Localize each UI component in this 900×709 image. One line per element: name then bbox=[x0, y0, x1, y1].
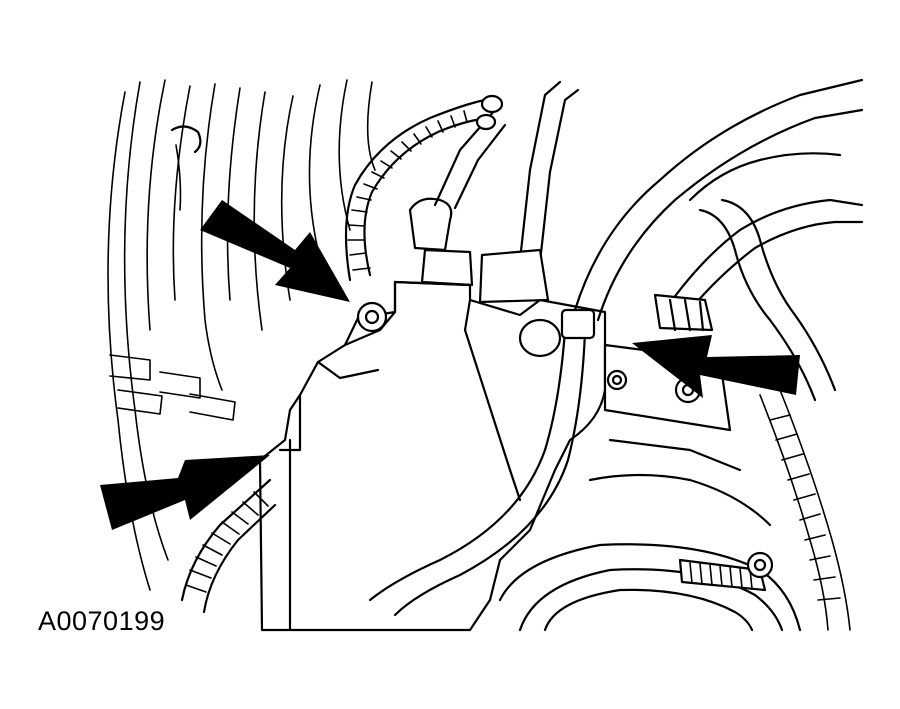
component-housing bbox=[258, 280, 607, 632]
vertical-tubes bbox=[408, 80, 580, 304]
wiring-loom-lower bbox=[180, 478, 277, 614]
right-arrow bbox=[632, 335, 800, 398]
center-tube-with-clamp bbox=[368, 308, 596, 617]
engine-bay-curves bbox=[107, 79, 376, 591]
figure-id-label: A0070199 bbox=[38, 606, 166, 636]
lower-left-arrow bbox=[100, 455, 270, 530]
wiring-loom-upper bbox=[344, 98, 492, 282]
pulley-assembly bbox=[498, 438, 802, 632]
upper-left-arrow bbox=[200, 200, 350, 302]
fastener-upper-left bbox=[356, 301, 388, 333]
right-hoses bbox=[573, 78, 864, 631]
